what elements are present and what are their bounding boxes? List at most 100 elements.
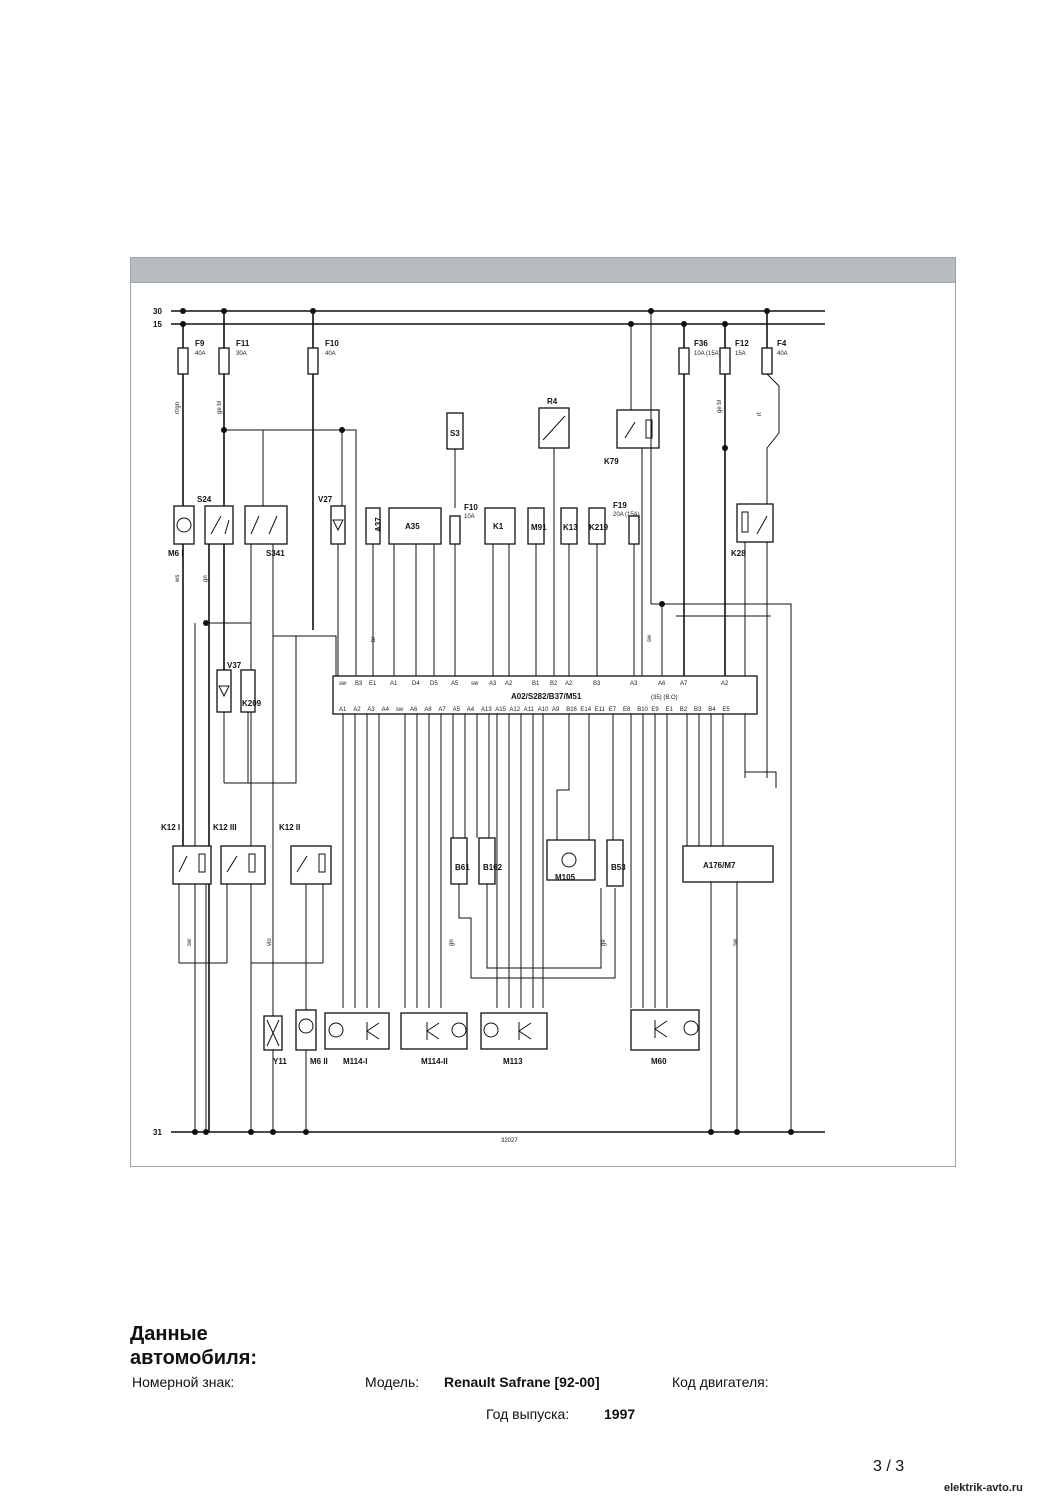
- diode-V37: V37: [216, 661, 242, 783]
- ecu-bottom-pin: E9: [651, 707, 659, 713]
- svg-text:M114-I: M114-I: [343, 1057, 367, 1066]
- module-A176-M7: A176/M7: [682, 845, 774, 1132]
- wire-distribution-1: [224, 429, 357, 506]
- svg-text:A35: A35: [405, 522, 420, 531]
- engine-code-label: Код двигателя:: [672, 1374, 769, 1390]
- switch-S24: S24: [197, 495, 234, 1132]
- ecu-bottom-pin: E11: [595, 707, 606, 713]
- model-value: Renault Safrane [92-00]: [444, 1374, 600, 1390]
- svg-text:gn: gn: [203, 575, 209, 582]
- svg-text:F10: F10: [464, 503, 478, 512]
- ecu-top-pin: A3: [630, 681, 638, 687]
- svg-text:F11: F11: [236, 339, 250, 348]
- ecu-bottom-pin: A9: [552, 707, 560, 713]
- relay-K79: K79: [604, 311, 660, 676]
- svg-text:F9: F9: [195, 339, 205, 348]
- module-A37: A37: [365, 507, 383, 676]
- ecu-top-pin: A7: [680, 681, 688, 687]
- relay-K12-III: K12 III: [213, 823, 266, 963]
- ecu-bottom-pin: E8: [623, 707, 631, 713]
- ecu-bottom-pin: E5: [722, 707, 730, 713]
- svg-text:B61: B61: [455, 863, 470, 872]
- page-number: 3 / 3: [873, 1458, 905, 1475]
- svg-text:10A: 10A: [464, 514, 475, 520]
- ecu-bottom-pin: B3: [694, 707, 702, 713]
- svg-text:K209: K209: [242, 699, 262, 708]
- rail-15-label: 15: [153, 320, 162, 329]
- fuse-F4: F4 40A: [761, 311, 788, 504]
- relay-K209: K209: [240, 669, 262, 783]
- svg-text:M6 I: M6 I: [168, 549, 184, 558]
- vehicle-data-title: Данные автомобиля:: [130, 1323, 258, 1369]
- svg-text:ws: ws: [175, 575, 181, 583]
- ecu-bottom-pin: B16: [566, 707, 577, 713]
- fuse-F10-main: F10 40A: [307, 311, 339, 630]
- ecu-top-pin: A3: [489, 681, 497, 687]
- svg-text:vio: vio: [267, 938, 273, 946]
- ecu-bottom-pin: A1: [339, 707, 347, 713]
- ecu-bottom-pin: A13: [481, 707, 492, 713]
- motor-M114-I: M114-I: [324, 1012, 390, 1066]
- svg-text:F36: F36: [694, 339, 708, 348]
- svg-text:K28: K28: [731, 549, 746, 558]
- ecu-bottom-pin: B4: [708, 707, 716, 713]
- ecu-bottom-pin: B10: [637, 707, 648, 713]
- ecu-bottom-pin: A12: [509, 707, 520, 713]
- fuse-F36: F36 10A (15A): [678, 324, 721, 676]
- ecu-bottom-pin: A2: [353, 707, 361, 713]
- svg-text:Y11: Y11: [273, 1057, 287, 1066]
- model-label: Модель:: [365, 1374, 420, 1390]
- svg-text:M6 II: M6 II: [310, 1057, 328, 1066]
- fuse-F9: F9 40A: [177, 324, 206, 506]
- svg-text:M113: M113: [503, 1057, 523, 1066]
- svg-text:gn: gn: [449, 939, 455, 946]
- ecu-top-pin: A1: [390, 681, 398, 687]
- ecu-bottom-pin: A4: [382, 707, 390, 713]
- fuse-F12: F12 15A: [719, 324, 749, 676]
- svg-text:rt: rt: [757, 412, 763, 416]
- ecu-A02-S282-B37-M51: A02/S282/B37/M51 (35) (B.O): [332, 675, 758, 715]
- motor-M6-I: M6 I: [168, 505, 195, 846]
- svg-text:K79: K79: [604, 457, 619, 466]
- ecu-bottom-pin: B2: [680, 707, 688, 713]
- svg-text:R4: R4: [547, 397, 558, 406]
- ecu-top-pin: A6: [658, 681, 666, 687]
- rail-dots: [180, 308, 794, 1135]
- motor-M105: M105: [546, 839, 596, 882]
- wiring-schematic: 30 15 31 32027 F9 40A F11: [153, 307, 825, 1144]
- svg-text:S3: S3: [450, 429, 460, 438]
- ecu-bottom-pin: E7: [609, 707, 617, 713]
- year-label: Год выпуска:: [486, 1406, 570, 1422]
- svg-text:10A (15A): 10A (15A): [694, 351, 721, 357]
- ecu-top-pin: A2: [565, 681, 573, 687]
- svg-text:K219: K219: [589, 523, 609, 532]
- svg-text:B53: B53: [611, 863, 626, 872]
- ecu-bottom-pin: A8: [424, 707, 432, 713]
- svg-text:ge bl: ge bl: [217, 401, 223, 414]
- relay-K13: K13: [560, 507, 578, 676]
- svg-text:F12: F12: [735, 339, 749, 348]
- motor-M113: M113: [480, 1012, 548, 1066]
- motor-M114-II: M114-II: [400, 1012, 468, 1066]
- motor-M60: M60: [630, 1009, 700, 1066]
- svg-text:15A: 15A: [735, 351, 746, 357]
- site-watermark: elektrik-avto.ru: [944, 1482, 1023, 1494]
- svg-text:S24: S24: [197, 495, 212, 504]
- svg-text:br: br: [371, 637, 377, 642]
- svg-text:F19: F19: [613, 501, 627, 510]
- fuse-F10-ecu: F10 10A: [449, 503, 478, 676]
- svg-text:40A: 40A: [325, 351, 336, 357]
- svg-text:V37: V37: [227, 661, 242, 670]
- ecu-bottom-pin: E1: [666, 707, 674, 713]
- ecu-bottom-pin: A7: [438, 707, 446, 713]
- svg-text:sw: sw: [647, 634, 653, 642]
- fuse-F19: F19 20A (15A): [613, 501, 640, 676]
- svg-text:K12 III: K12 III: [213, 823, 237, 832]
- motor-M6-II: M6 II: [295, 1009, 328, 1132]
- rail-31-label: 31: [153, 1128, 162, 1137]
- ecu-top-pin: sw: [471, 681, 479, 687]
- ecu-bottom-pin: A15: [495, 707, 506, 713]
- svg-text:M60: M60: [651, 1057, 667, 1066]
- ecu-bottom-pin: A6: [410, 707, 418, 713]
